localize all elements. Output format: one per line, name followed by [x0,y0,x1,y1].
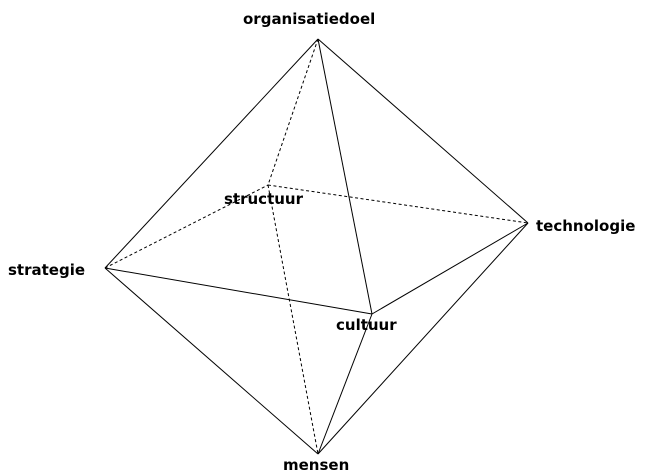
edge-structuur-mensen [267,184,319,455]
edge-organisatiedoel-structuur [267,38,319,186]
node-label-strategie: strategie [8,261,86,279]
edge-strategie-cultuur [104,267,373,315]
node-label-cultuur: cultuur [336,316,397,334]
edge-strategie-mensen [104,267,319,455]
edge-organisatiedoel-cultuur [317,38,373,315]
edge-strategie-structuur [104,184,269,269]
edge-organisatiedoel-technologie [317,38,529,224]
edge-organisatiedoel-strategie [104,38,319,269]
node-label-technologie: technologie [536,217,636,235]
node-label-mensen: mensen [283,456,350,474]
edge-cultuur-technologie [371,222,529,315]
node-label-structuur: structuur [224,190,303,208]
edge-technologie-mensen [317,222,529,455]
node-label-organisatiedoel: organisatiedoel [243,10,376,28]
edge-cultuur-mensen [317,313,373,455]
edge-structuur-technologie [267,184,529,224]
